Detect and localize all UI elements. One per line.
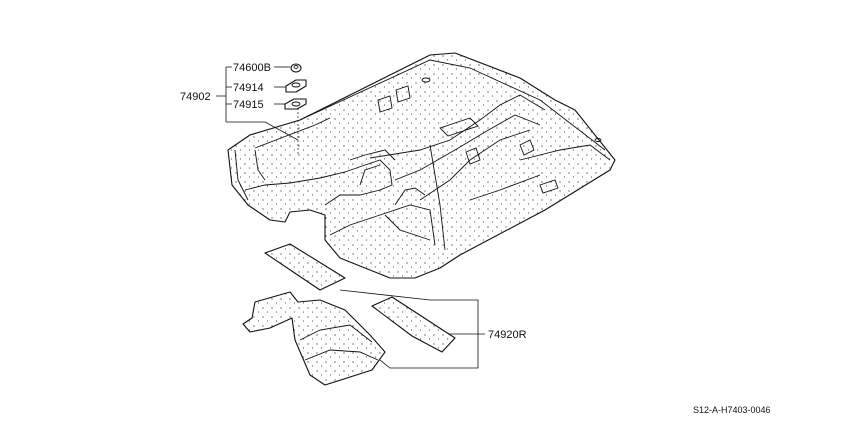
pad-upper-part [285,79,307,93]
front-mat-left [242,291,386,386]
figure-code: S12-A-H7403-0046 [693,405,771,415]
callout-74600b: 74600B [233,62,271,74]
callout-74914: 74914 [233,82,264,94]
floor-carpet-main [227,52,616,279]
grommet-part [290,63,302,73]
callout-74915: 74915 [233,99,264,111]
callout-leaders [216,66,485,369]
callout-74902: 74902 [180,91,211,103]
pad-lower-part [284,98,307,110]
front-mat-strip [264,243,346,291]
front-mat-right [371,296,456,353]
callout-74920r: 74920R [488,329,527,341]
